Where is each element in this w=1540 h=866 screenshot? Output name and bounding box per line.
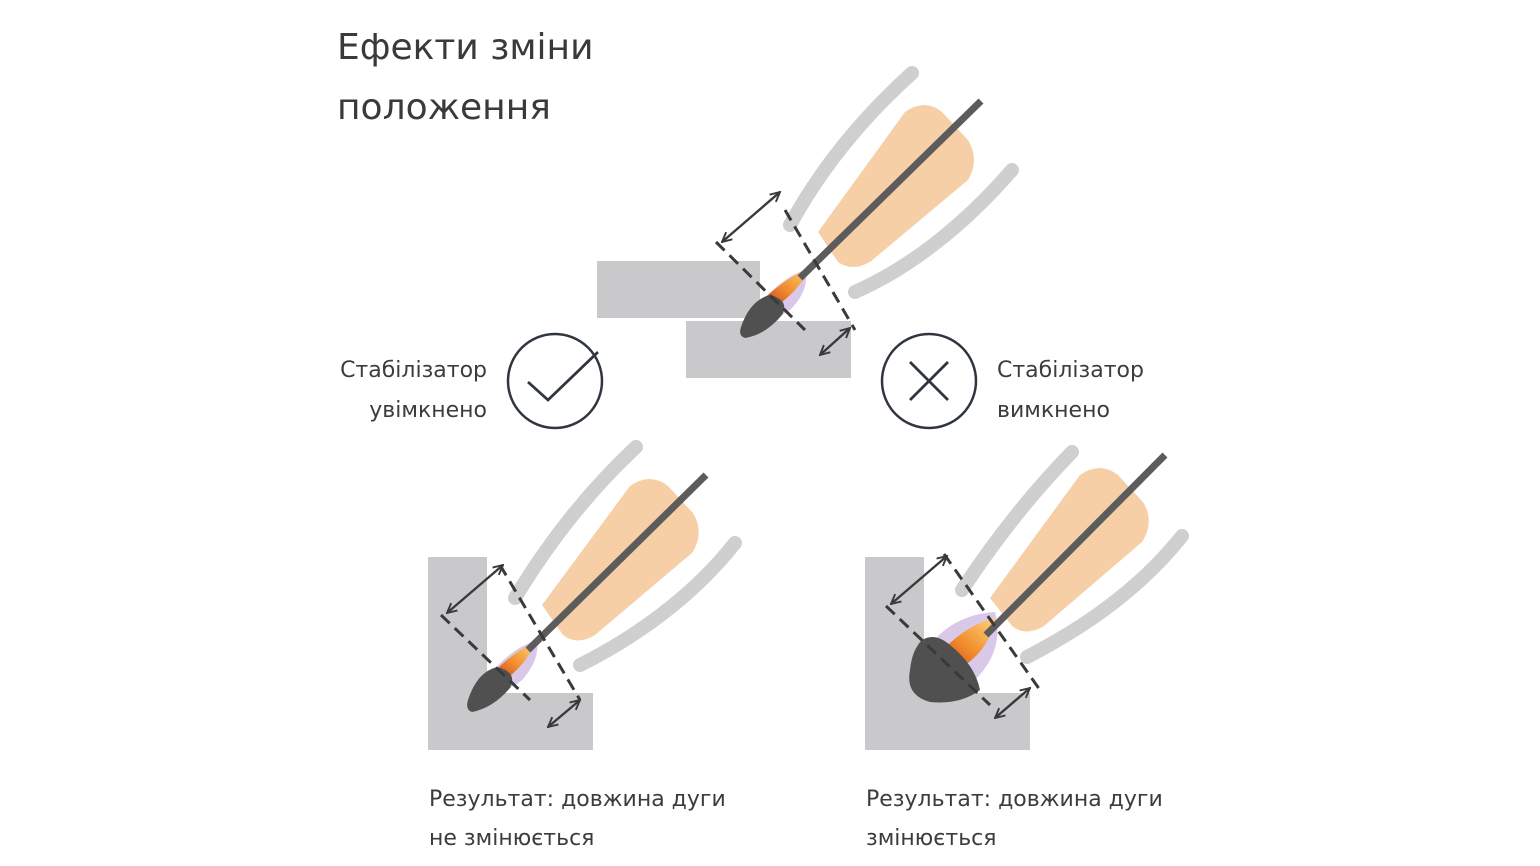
check-icon — [506, 332, 604, 430]
finger-outer — [508, 440, 643, 605]
weld-pool — [740, 295, 785, 338]
stabilizer-on-line-1: Стабілізатор — [340, 358, 487, 383]
stabilizer-on-line-2: увімкнено — [369, 398, 487, 423]
guide-dashed-lower — [942, 553, 1042, 691]
weld-pool — [467, 667, 513, 712]
stabilizer-off-line-2: вимкнено — [997, 398, 1110, 423]
page-title: Ефекти зміни положення — [337, 18, 593, 138]
distance-arrow-upper — [447, 565, 503, 613]
finger-inner — [573, 536, 742, 672]
right-weld-scene — [865, 445, 1189, 750]
top-weld-scene — [597, 66, 1019, 378]
result-left-caption: Результат: довжина дуги не змінюється — [429, 780, 726, 858]
arc-flame — [762, 268, 810, 306]
stabilizer-off-label: Стабілізатор вимкнено — [997, 351, 1144, 431]
electrode — [525, 472, 709, 653]
distance-arrow-lower — [820, 328, 850, 355]
stabilizer-off-line-1: Стабілізатор — [997, 358, 1144, 383]
guide-dashed-upper — [714, 240, 807, 332]
guide-dashed-upper — [439, 613, 532, 702]
finger-inner — [1020, 529, 1189, 664]
title-line-2: положення — [337, 87, 551, 128]
distance-arrow-lower — [548, 700, 580, 727]
plate-left-horizontal — [428, 693, 593, 750]
electrode — [983, 452, 1168, 638]
result-right-line-2: змінюється — [866, 826, 997, 851]
distance-arrow-lower — [995, 688, 1030, 718]
guide-dashed-lower — [783, 209, 857, 331]
finger-inner — [848, 163, 1019, 299]
finger-outer — [955, 445, 1079, 597]
plate-left-vertical — [428, 557, 487, 693]
guide-dashed-upper — [884, 604, 992, 707]
result-left-line-2: не змінюється — [429, 826, 595, 851]
title-line-1: Ефекти зміни — [337, 27, 594, 68]
cross-icon — [880, 332, 978, 430]
weld-pool — [909, 636, 980, 703]
plate-top-upper — [597, 261, 760, 318]
finger-outer — [783, 66, 919, 232]
electrode — [797, 98, 984, 281]
result-right-caption: Результат: довжина дуги змінюється — [866, 780, 1163, 858]
result-right-line-1: Результат: довжина дуги — [866, 787, 1163, 812]
distance-arrow-upper — [891, 556, 947, 604]
left-weld-scene — [428, 440, 742, 750]
stabilizer-on-label: Стабілізатор увімкнено — [300, 351, 487, 431]
result-left-line-1: Результат: довжина дуги — [429, 787, 726, 812]
distance-arrow-upper — [722, 192, 780, 242]
guide-dashed-lower — [498, 564, 582, 701]
